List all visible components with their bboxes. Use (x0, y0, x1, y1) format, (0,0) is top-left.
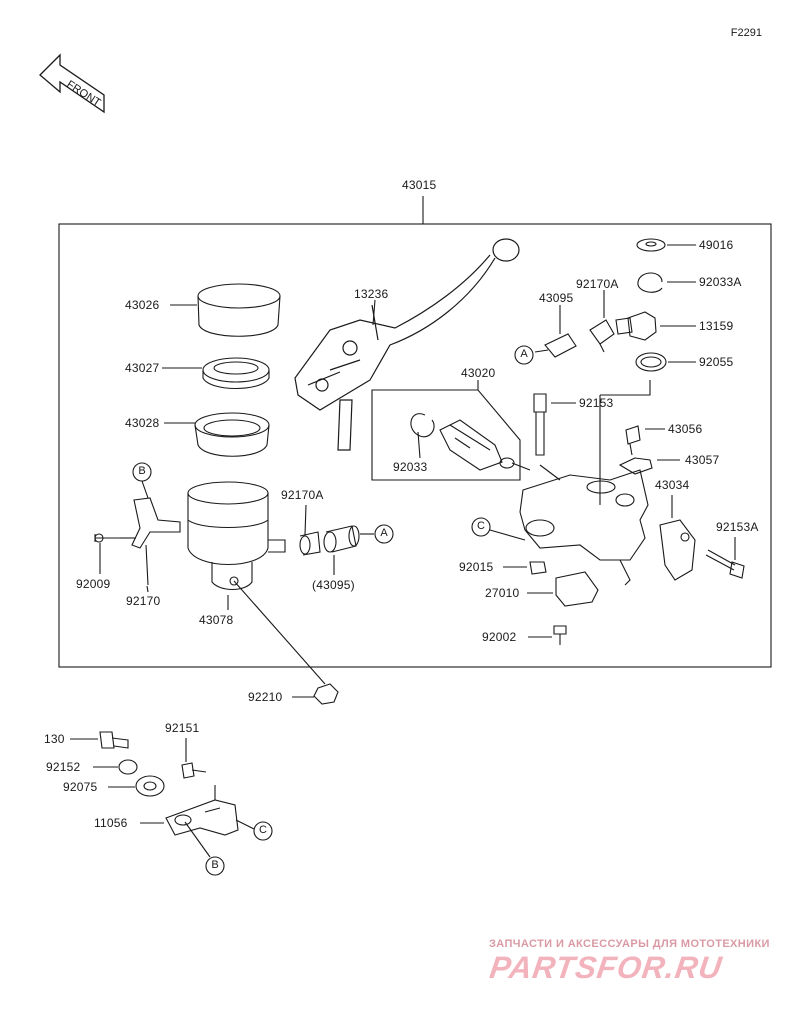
reservoir-tank (187, 481, 286, 591)
callout-92015: 92015 (459, 560, 494, 574)
bolt-92153A (705, 537, 745, 579)
front-arrow-icon: FRONT (39, 53, 105, 114)
clamp-43034 (659, 495, 696, 581)
callout-43078: 43078 (199, 613, 234, 627)
callout-92055: 92055 (699, 355, 734, 369)
ref-label-C-bot: C (259, 824, 267, 836)
callout-43056: 43056 (668, 422, 703, 436)
callout-92033: 92033 (393, 460, 428, 474)
callout-43028: 43028 (125, 416, 160, 430)
front-label: FRONT (64, 78, 103, 109)
callout-27010: 27010 (485, 586, 520, 600)
bleeder-43056 (625, 425, 665, 456)
callout-43026: 43026 (125, 298, 160, 312)
diagram-code: F2291 (730, 27, 762, 39)
callout-43095-top: 43095 (539, 291, 574, 305)
callout-92153: 92153 (579, 396, 614, 410)
ref-circle-B-bot (184, 821, 225, 876)
ref-label-A-top: A (520, 348, 528, 360)
callout-43034: 43034 (655, 478, 690, 492)
ref-circle-B-top (132, 462, 152, 499)
watermark-logo: PARTSFOR.RU (487, 950, 725, 985)
fitting-13159 (615, 311, 696, 341)
callout-92153A: 92153A (716, 520, 759, 534)
watermark-tagline: ЗАПЧАСТИ И АКСЕССУАРЫ ДЛЯ МОТОТЕХНИКИ (489, 938, 770, 950)
brake-lever (294, 238, 520, 451)
nut-92015 (503, 561, 547, 575)
callout-43057: 43057 (685, 453, 720, 467)
screw-92002 (528, 625, 567, 645)
switch-27010 (527, 571, 599, 607)
diaphragm (194, 412, 270, 457)
washer-92152 (93, 759, 138, 775)
ref-circle-C-bot (235, 819, 273, 841)
plate (202, 357, 270, 390)
bolt-92153 (533, 393, 576, 456)
callout-92170: 92170 (126, 594, 161, 608)
ref-label-A-mid: A (380, 527, 388, 539)
ref-circle-A-mid (374, 524, 394, 544)
callout-92151: 92151 (165, 721, 200, 735)
callout-92170A-mid: 92170A (281, 488, 324, 502)
bolt-130 (70, 731, 129, 749)
reservoir-bracket (94, 497, 181, 586)
master-cylinder-body (519, 380, 651, 586)
ring-92055 (635, 352, 696, 372)
callout-49016: 49016 (699, 238, 734, 252)
callout-13159: 13159 (699, 319, 734, 333)
hose-43095-top (534, 305, 577, 358)
cap-49016 (636, 238, 696, 252)
damper-92075 (108, 775, 165, 797)
assembly-frame (58, 223, 772, 668)
callout-92009: 92009 (76, 577, 111, 591)
screw-92151 (181, 738, 207, 779)
callout-11056: 11056 (94, 816, 128, 830)
callout-13236: 13236 (354, 287, 389, 301)
callout-43015: 43015 (402, 178, 437, 192)
callout-92033A: 92033A (699, 275, 742, 289)
clip-92033A (637, 272, 696, 293)
ref-label-B-top: B (138, 465, 146, 477)
reservoir-cap (197, 283, 281, 337)
callout-92002: 92002 (482, 630, 517, 644)
callout-92210: 92210 (248, 690, 283, 704)
callout-92075: 92075 (63, 780, 98, 794)
ref-circle-A-top (514, 345, 534, 365)
ref-label-B-bot: B (211, 859, 219, 871)
hose-fittings-mid (299, 525, 374, 556)
ref-label-C-mid: C (477, 520, 485, 532)
callout-43020: 43020 (461, 366, 496, 380)
callout-43027: 43027 (125, 361, 160, 375)
piston-kit (371, 380, 531, 481)
bracket-11056 (140, 785, 239, 836)
cap-43057 (618, 457, 680, 475)
callout-92170A-top: 92170A (576, 277, 619, 291)
nut-92210 (233, 580, 339, 705)
ref-circle-C-mid (471, 517, 526, 541)
callout-92152: 92152 (46, 760, 81, 774)
clamp-92170A-top (589, 290, 615, 353)
callout-130: 130 (44, 732, 65, 746)
callout-43095-paren: (43095) (312, 578, 355, 592)
